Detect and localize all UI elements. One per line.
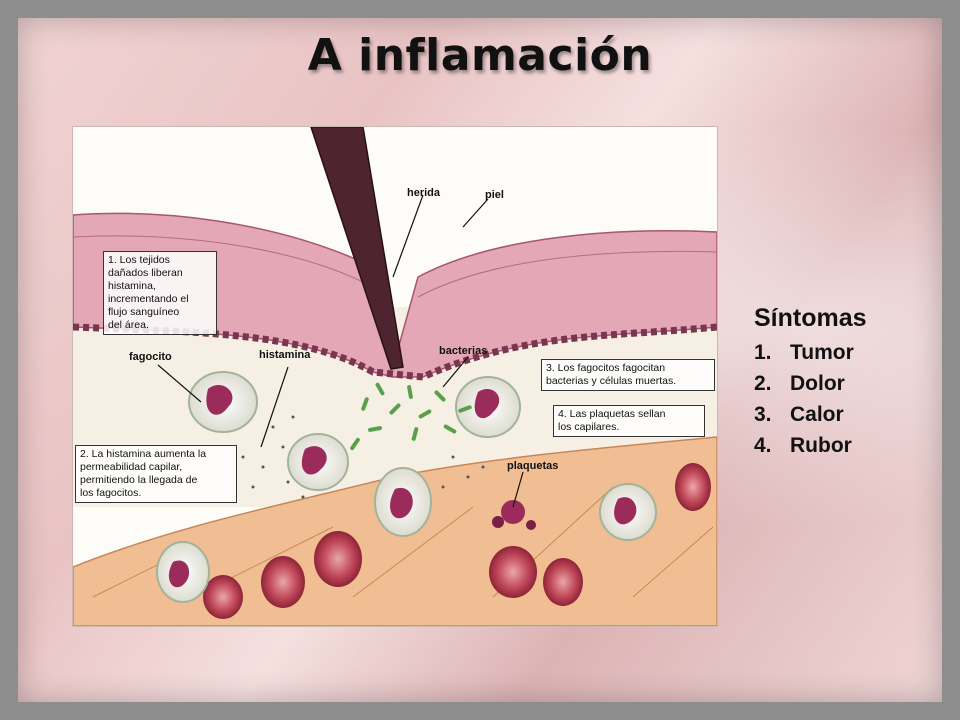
symptom-label: Tumor [790,341,854,364]
red-blood-cell [314,531,362,587]
platelet [492,516,504,528]
note-1: 1. Los tejidos dañados liberan histamina… [103,251,217,335]
slide-title: A inflamación [307,30,653,81]
symptom-label: Dolor [790,372,845,395]
inflammation-diagram: herida piel fagocito histamina bacterias… [72,126,718,627]
symptom-number: 1. [754,341,772,364]
symptom-label: Rubor [790,434,852,457]
skin-line [73,235,717,298]
leader-lines [157,194,524,508]
symptoms-title: Síntomas [754,304,867,332]
symptom-number: 2. [754,372,772,395]
label-herida: herida [407,187,441,199]
phagocyte-bottom-left [156,541,210,603]
label-bacterias: bacterias [439,345,488,357]
red-blood-cell [489,546,537,598]
histamine-dots [241,415,485,499]
symptom-number: 4. [754,434,772,457]
platelet [526,520,536,530]
symptoms-items: 1. Tumor 2. Dolor 3. Calor 4. Rubor [754,337,924,461]
symptom-item: 1. Tumor [754,337,924,368]
red-blood-cell [203,575,243,619]
symptom-number: 3. [754,403,772,426]
red-blood-cell [675,463,711,511]
symptom-item: 4. Rubor [754,430,924,461]
label-histamina: histamina [259,349,311,361]
phagocyte-left [188,371,258,433]
phagocyte-center [287,433,349,491]
label-piel: piel [485,189,504,201]
red-blood-cell [543,558,583,606]
platelet-cluster [501,500,525,524]
bacteria-group [350,382,472,451]
phagocyte-far-right [599,483,657,541]
tissue-cell-borders [92,486,714,598]
phagocyte-lower [374,467,432,537]
note-2: 2. La histamina aumenta la permeabilidad… [75,445,237,503]
phagocyte-right [455,376,521,438]
symptom-item: 2. Dolor [754,368,924,399]
red-blood-cell [261,556,305,608]
note-3: 3. Los fagocitos fagocitan bacterias y c… [541,359,715,391]
symptom-label: Calor [790,403,844,426]
wound-object [310,127,404,370]
note-4: 4. Las plaquetas sellan los capilares. [553,405,705,437]
label-plaquetas: plaquetas [507,460,559,472]
label-fagocito: fagocito [129,351,172,363]
symptoms-list: Síntomas 1. Tumor 2. Dolor 3. Calor 4. Rubor [754,304,924,461]
symptom-item: 3. Calor [754,399,924,430]
